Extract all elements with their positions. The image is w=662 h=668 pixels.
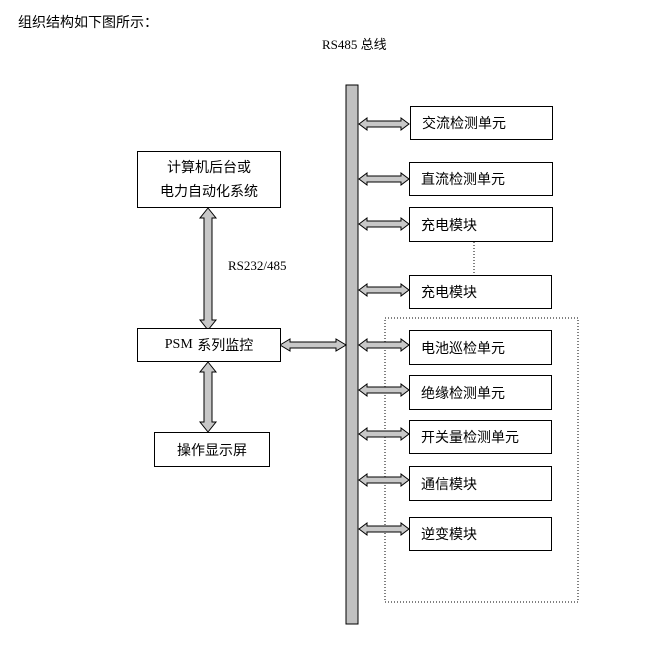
unit-label: 通信模块: [421, 476, 477, 493]
battery-group-outline: [384, 317, 579, 603]
unit-arrow-5: [358, 338, 410, 352]
backend-line-1: 计算机后台或: [167, 159, 251, 176]
unit-charger-n: 充电模块: [409, 275, 552, 309]
psm-bus-arrow: [279, 338, 347, 352]
unit-label: 绝缘检测单元: [421, 385, 505, 402]
unit-label: 开关量检测单元: [421, 430, 519, 446]
unit-arrow-9: [358, 522, 410, 536]
psm-display-arrow: [198, 361, 218, 433]
rs485-bus-bar: [345, 84, 359, 625]
rs232-label: RS232/485: [228, 258, 287, 273]
backend-line-2: 电力自动化系统: [160, 183, 258, 200]
unit-arrow-2: [358, 172, 410, 186]
psm-monitor-box: PSM 系列监控: [137, 328, 281, 362]
unit-arrow-4: [358, 283, 410, 297]
psm-label-en: PSM: [164, 337, 193, 352]
unit-dc-detection: 直流检测单元: [409, 162, 553, 196]
unit-label: 电池巡检单元: [421, 340, 505, 357]
operation-display-box: 操作显示屏: [154, 432, 270, 467]
unit-arrow-3: [358, 217, 410, 231]
backend-system-box: 计算机后台或 电力自动化系统: [137, 151, 281, 208]
unit-arrow-6: [358, 383, 410, 397]
unit-communication: 通信模块: [409, 466, 552, 501]
bus-label: RS485 总线: [322, 34, 387, 53]
bus-label-cn: 总线: [360, 38, 387, 53]
unit-arrow-7: [358, 427, 410, 441]
unit-ac-detection: 交流检测单元: [410, 106, 553, 140]
unit-label: 直流检测单元: [421, 172, 505, 188]
bus-label-en: RS485: [322, 37, 358, 52]
unit-inverter: 逆变模块: [409, 517, 552, 551]
unit-arrow-8: [358, 473, 410, 487]
unit-label: 充电模块: [421, 285, 477, 301]
display-label: 操作显示屏: [177, 442, 247, 459]
unit-charger-1: 充电模块: [409, 207, 553, 242]
unit-label: 充电模块: [421, 217, 477, 234]
unit-switch-detection: 开关量检测单元: [409, 420, 552, 454]
unit-insulation-detection: 绝缘检测单元: [409, 375, 552, 410]
intro-caption: 组织结构如下图所示：: [18, 15, 158, 31]
unit-arrow-1: [358, 117, 410, 131]
unit-label: 交流检测单元: [422, 116, 506, 132]
psm-label-cn: 系列监控: [197, 338, 254, 354]
unit-battery-inspection: 电池巡检单元: [409, 330, 552, 365]
unit-label: 逆变模块: [421, 527, 477, 543]
backend-psm-arrow: [198, 207, 218, 331]
